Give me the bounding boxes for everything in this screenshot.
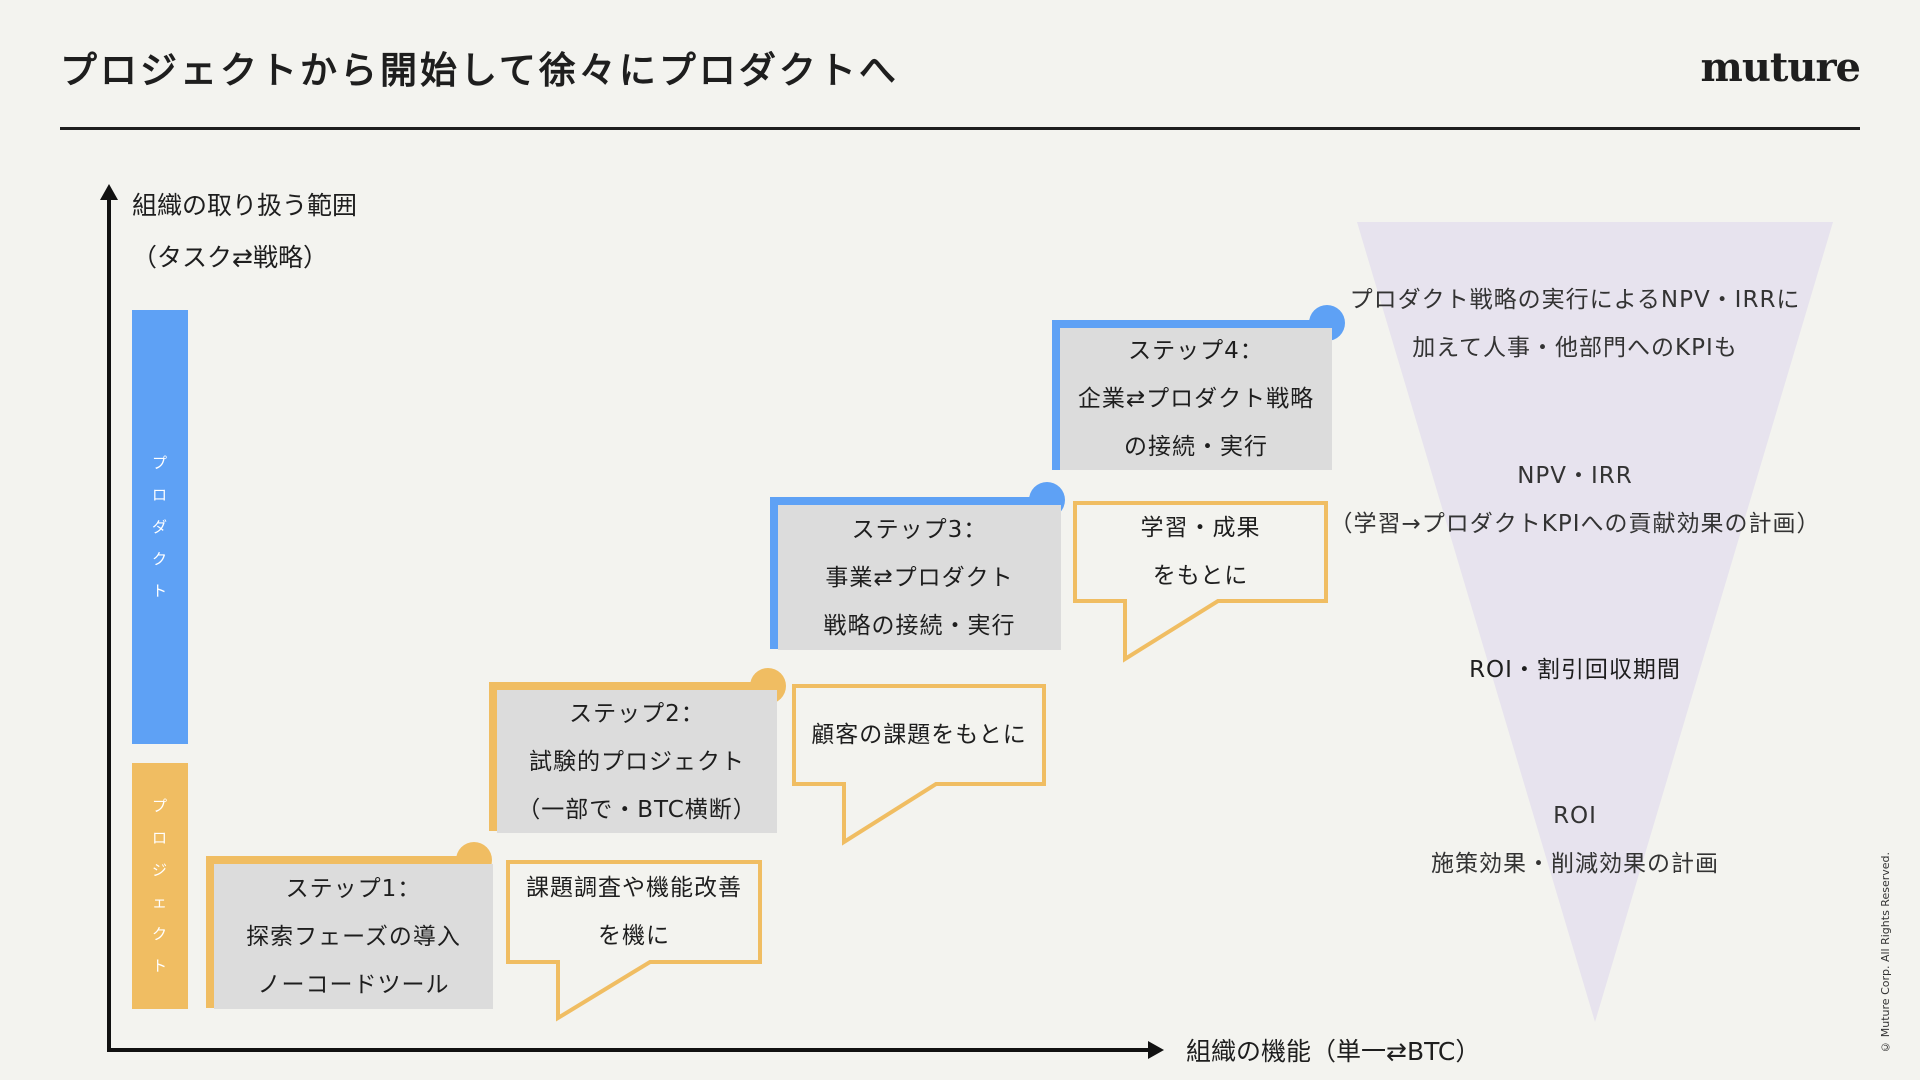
callout-2-text: 顧客の課題をもとに	[811, 722, 1027, 748]
callout-1-bubble	[506, 860, 762, 1022]
step3-top-rail	[770, 497, 1050, 505]
header-divider	[60, 127, 1860, 130]
muture-logo: muture	[1700, 44, 1861, 91]
callout-3-bubble	[1073, 501, 1328, 663]
step4-side-rail	[1052, 320, 1060, 470]
funnel-level2-text: ROI・割引回収期間	[1469, 657, 1681, 683]
project-bar: プロジェクト	[132, 763, 188, 1009]
step2-side-rail	[489, 682, 497, 831]
step2-box: ステップ2： 試験的プロジェクト （一部で・BTC横断）	[497, 690, 777, 833]
funnel-shape	[1357, 222, 1833, 1022]
step1-box: ステップ1： 探索フェーズの導入 ノーコードツール	[214, 864, 493, 1009]
product-bar-label: プロダクト	[151, 454, 168, 600]
funnel-level3-text: NPV・IRR （学習→プロダクトKPIへの貢献効果の計画）	[1329, 463, 1821, 537]
x-axis-label: 組織の機能（単一⇄BTC）	[1186, 1037, 1481, 1066]
x-axis-line	[107, 1048, 1152, 1052]
page-title: プロジェクトから開始して徐々にプロダクトへ	[60, 49, 899, 92]
funnel-level1-text: ROI 施策効果・削減効果の計画	[1431, 803, 1719, 877]
callout-3: 学習・成果 をもとに	[1071, 499, 1331, 663]
callout-1: 課題調査や機能改善 を機に	[504, 858, 764, 1022]
y-axis-arrow-icon	[100, 184, 118, 200]
step2-top-rail	[489, 682, 771, 690]
project-bar-label: プロジェクト	[151, 797, 168, 975]
step4-top-rail	[1052, 320, 1330, 328]
callout-2: 顧客の課題をもとに	[790, 682, 1050, 846]
callout-1-text: 課題調査や機能改善 を機に	[526, 875, 742, 949]
step3-side-rail	[770, 497, 778, 649]
step1-top-rail	[206, 856, 491, 864]
y-axis-sublabel: （タスク⇄戦略）	[132, 243, 328, 272]
step4-box: ステップ4： 企業⇄プロダクト戦略 の接続・実行	[1060, 328, 1332, 470]
step3-box: ステップ3： 事業⇄プロダクト 戦略の接続・実行	[778, 505, 1061, 650]
y-axis-line	[107, 196, 111, 1052]
step1-side-rail	[206, 856, 214, 1008]
callout-2-bubble	[792, 684, 1046, 846]
x-axis-arrow-icon	[1148, 1041, 1164, 1059]
callout-3-text: 学習・成果 をもとに	[1140, 515, 1261, 589]
product-bar: プロダクト	[132, 310, 188, 744]
funnel-level4-text: プロダクト戦略の実行によるNPV・IRRに 加えて人事・他部門へのKPIも	[1349, 287, 1801, 361]
y-axis-label: 組織の取り扱う範囲	[132, 191, 358, 220]
copyright-text: © Muture Corp. All Rights Reserved.	[1879, 852, 1892, 1054]
